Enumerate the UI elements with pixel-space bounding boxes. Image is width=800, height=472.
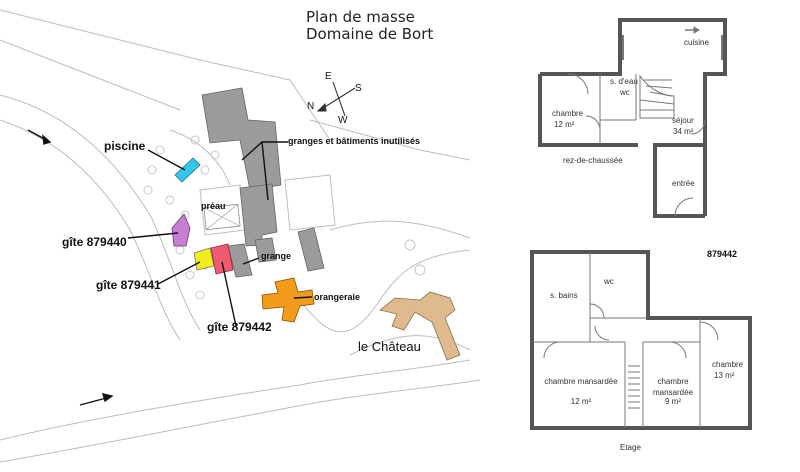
compass-letter-w: W — [338, 115, 348, 126]
preau-shape — [203, 203, 241, 231]
label-gite-879442: gîte 879442 — [207, 320, 272, 334]
room-sbains: s. bains — [550, 291, 578, 300]
ground-floor-level-label: rez-de-chaussée — [563, 156, 623, 165]
gite-879441-shape — [193, 247, 215, 271]
label-gite-879440: gîte 879440 — [62, 235, 127, 249]
ground-floor-details — [567, 26, 723, 217]
upper-floor-level-label: Etage — [620, 443, 641, 452]
leader-piscine — [147, 149, 186, 171]
compass-letter-e: E — [325, 71, 332, 82]
left-diagonal — [0, 39, 181, 111]
barn-middle — [239, 183, 278, 247]
road-lower-2 — [0, 379, 481, 463]
leader-orangeraie — [293, 296, 313, 299]
chateau-drive — [349, 335, 471, 356]
hedge-line — [169, 129, 231, 186]
room-chambre-upper-area: 13 m² — [714, 371, 735, 380]
compass-letter-n: N — [307, 101, 315, 112]
room-chambre-ground: chambre — [552, 109, 584, 118]
label-gite-879441: gîte 879441 — [96, 278, 161, 292]
orangeraie-shape — [261, 277, 315, 323]
leader-gite-879441 — [157, 261, 201, 285]
upper-floor-walls — [530, 250, 752, 430]
room-wc-upper: wc — [604, 277, 614, 286]
gite-879440-shape — [171, 213, 191, 247]
road-upper — [0, 94, 201, 331]
room-chambre-mansardee-1-area: 12 m² — [570, 397, 592, 406]
title-line-1: Plan de masse — [306, 8, 415, 26]
title-line-2: Domaine de Bort — [306, 25, 434, 43]
room-chambre-mansardee-2-area: 9 m² — [665, 397, 681, 406]
compass-icon — [316, 81, 356, 117]
room-sdeau: s. d'eau — [610, 77, 638, 86]
label-preau: préau — [201, 201, 226, 211]
label-chateau: le Château — [358, 339, 421, 354]
room-sejour-area: 34 m² — [673, 127, 694, 136]
room-sejour: séjour — [672, 116, 694, 125]
room-wc-ground: wc — [620, 88, 630, 97]
drive-curve — [299, 249, 471, 333]
leader-gite-879442 — [221, 261, 237, 327]
barn-small — [254, 237, 277, 263]
piscine-shape — [174, 157, 201, 183]
tree-cluster — [143, 135, 426, 300]
room-chambre-mansardee-2: chambre mansardée — [652, 377, 694, 397]
room-chambre-ground-area: 12 m² — [554, 120, 575, 129]
gite-879442-shape — [210, 243, 234, 275]
barn-grange — [227, 243, 253, 278]
top-boundary — [0, 9, 331, 141]
unit-id-879442: 879442 — [707, 249, 738, 259]
label-granges: granges et bâtiments inutilisés — [288, 136, 421, 146]
barn-north — [201, 87, 282, 191]
field-line — [309, 119, 471, 161]
leader-granges-2 — [261, 141, 269, 201]
upper-floor-details — [532, 252, 719, 428]
room-entree: entrée — [672, 179, 695, 188]
compass-letter-s: S — [355, 83, 362, 94]
leader-gite-879440 — [127, 232, 179, 239]
label-piscine: piscine — [104, 139, 146, 153]
barn-east — [297, 227, 325, 272]
chateau-shape — [379, 291, 461, 361]
ground-floor-walls — [538, 18, 727, 218]
label-grange: grange — [261, 251, 292, 261]
room-cuisine: cuisine — [684, 38, 709, 47]
label-orangeraie: orangeraie — [314, 292, 361, 302]
room-chambre-mansardee-1: chambre mansardée — [544, 377, 618, 386]
road-lower — [0, 359, 471, 441]
park-curve — [329, 220, 471, 239]
leader-grange — [242, 257, 260, 265]
room-chambre-upper: chambre — [712, 360, 744, 369]
yard-outline — [284, 174, 336, 231]
